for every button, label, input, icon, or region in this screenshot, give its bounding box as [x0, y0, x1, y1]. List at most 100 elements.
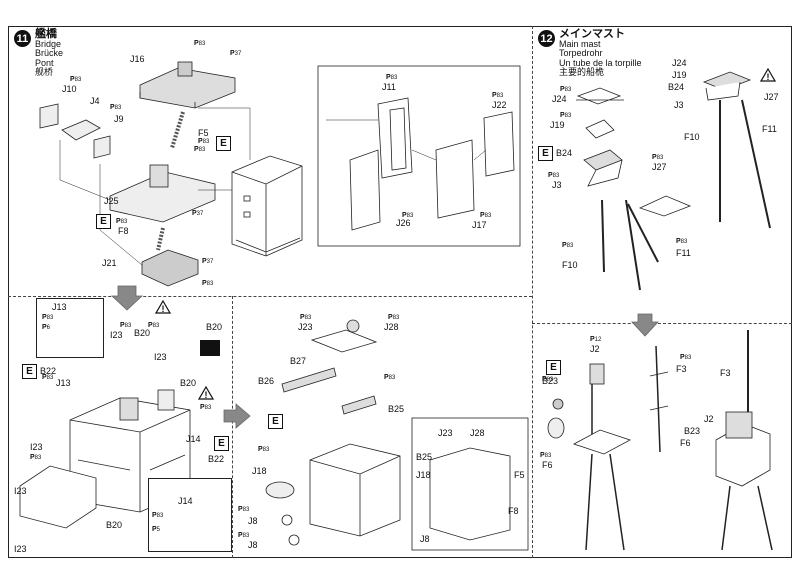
svg-text:!: !: [162, 304, 165, 314]
part-tag: P83: [116, 218, 128, 225]
e-mark: E: [214, 436, 229, 451]
part-label: J28: [470, 428, 485, 438]
part-f5: [170, 111, 185, 149]
part-label: J17: [472, 220, 487, 230]
part-label: J8: [248, 540, 258, 550]
section-divider: [532, 26, 533, 558]
part-label: J27: [764, 92, 779, 102]
e-mark: E: [216, 136, 231, 151]
part-tag: P37: [230, 50, 242, 57]
part-tag: P83: [548, 172, 560, 179]
paint-icon: [200, 340, 220, 356]
part-label: J19: [550, 120, 565, 130]
part-tag: P83: [30, 454, 42, 461]
part-label: J16: [130, 54, 145, 64]
part-tag: P83: [42, 314, 54, 321]
part-tag: P83: [676, 238, 688, 245]
part-label: I23: [14, 486, 27, 496]
part-label: J24: [672, 58, 687, 68]
part-tag: P83: [120, 322, 132, 329]
part-label: F11: [676, 248, 691, 258]
warning-triangle-icon: !: [760, 68, 776, 82]
part-tag: P37: [202, 258, 214, 265]
inset-bridge-sub: [317, 65, 521, 247]
part-label: J18: [252, 466, 267, 476]
part-label: J18: [416, 470, 431, 480]
warning-triangle-icon: !: [155, 300, 171, 314]
part-label: B26: [258, 376, 275, 386]
part-tag: P83: [480, 212, 492, 219]
part-bridge-final: [265, 319, 401, 546]
part-label: F3: [720, 368, 731, 378]
part-label: J2: [590, 344, 600, 354]
part-label: J19: [672, 70, 687, 80]
part-bridge-block: [231, 155, 303, 257]
part-label: J21: [102, 258, 117, 268]
part-tag: P83: [194, 40, 206, 47]
part-label: B25: [388, 404, 405, 414]
part-tag: P83: [202, 280, 214, 287]
part-tag: P83: [384, 374, 396, 381]
part-label: J23: [298, 322, 313, 332]
part-label: J10: [62, 84, 77, 94]
part-label: I23: [110, 330, 123, 340]
step-12-header: 12 メインマスト Main mast Torpedrohr Un tube d…: [538, 28, 642, 78]
part-label: F11: [762, 124, 777, 134]
part-tag: P83: [542, 376, 554, 383]
part-mast-exploded: [576, 87, 692, 291]
part-label: F3: [676, 364, 687, 374]
part-label: B24: [668, 82, 685, 92]
part-tag: P5: [152, 526, 161, 533]
part-label: J22: [492, 100, 507, 110]
part-tag: P83: [386, 74, 398, 81]
part-label: J11: [382, 82, 396, 92]
section-divider: [8, 296, 532, 297]
part-label: J24: [552, 94, 567, 104]
part-mast-assembled: [702, 71, 771, 229]
part-label: F10: [684, 132, 700, 142]
warning-triangle-icon: !: [198, 386, 214, 400]
part-label: B20: [106, 520, 123, 530]
part-label: F8: [508, 506, 519, 516]
part-j21: [141, 249, 199, 287]
part-tag: P83: [560, 86, 572, 93]
part-label: I23: [30, 442, 43, 452]
part-j4: [39, 103, 111, 159]
part-label: F6: [680, 438, 691, 448]
part-tag: P83: [148, 322, 160, 329]
part-label: I23: [154, 352, 167, 362]
part-tag: P83: [238, 532, 250, 539]
inset-j13: [36, 298, 104, 358]
part-tag: P83: [402, 212, 414, 219]
part-label: J25: [104, 196, 119, 206]
part-label: F5: [514, 470, 525, 480]
part-label: B20: [206, 322, 223, 332]
step-title: メインマスト Main mast Torpedrohr Un tube de l…: [559, 28, 642, 77]
part-j11: [377, 97, 413, 179]
part-label: F10: [562, 260, 578, 270]
part-j26: [349, 149, 381, 231]
svg-text:!: !: [767, 72, 770, 82]
part-label: B24: [556, 148, 573, 158]
part-tag: P83: [300, 314, 312, 321]
part-tag: P83: [152, 512, 164, 519]
part-tag: P83: [560, 112, 572, 119]
part-tag: P83: [194, 146, 206, 153]
part-label: J26: [396, 218, 411, 228]
svg-text:!: !: [205, 390, 208, 400]
part-mast-bottom: [547, 330, 773, 551]
part-tag: P83: [540, 452, 552, 459]
part-label: F6: [542, 460, 553, 470]
part-tag: P83: [562, 242, 574, 249]
part-tag: P83: [652, 154, 664, 161]
part-tag: P37: [192, 210, 204, 217]
part-label: I23: [14, 544, 27, 554]
part-label: B23: [684, 426, 701, 436]
part-label: J8: [248, 516, 258, 526]
part-f8: [156, 227, 165, 251]
e-mark: E: [22, 364, 37, 379]
step-number: 12: [538, 30, 555, 47]
part-label: B22: [208, 454, 225, 464]
arrow-down-icon: [110, 285, 144, 311]
